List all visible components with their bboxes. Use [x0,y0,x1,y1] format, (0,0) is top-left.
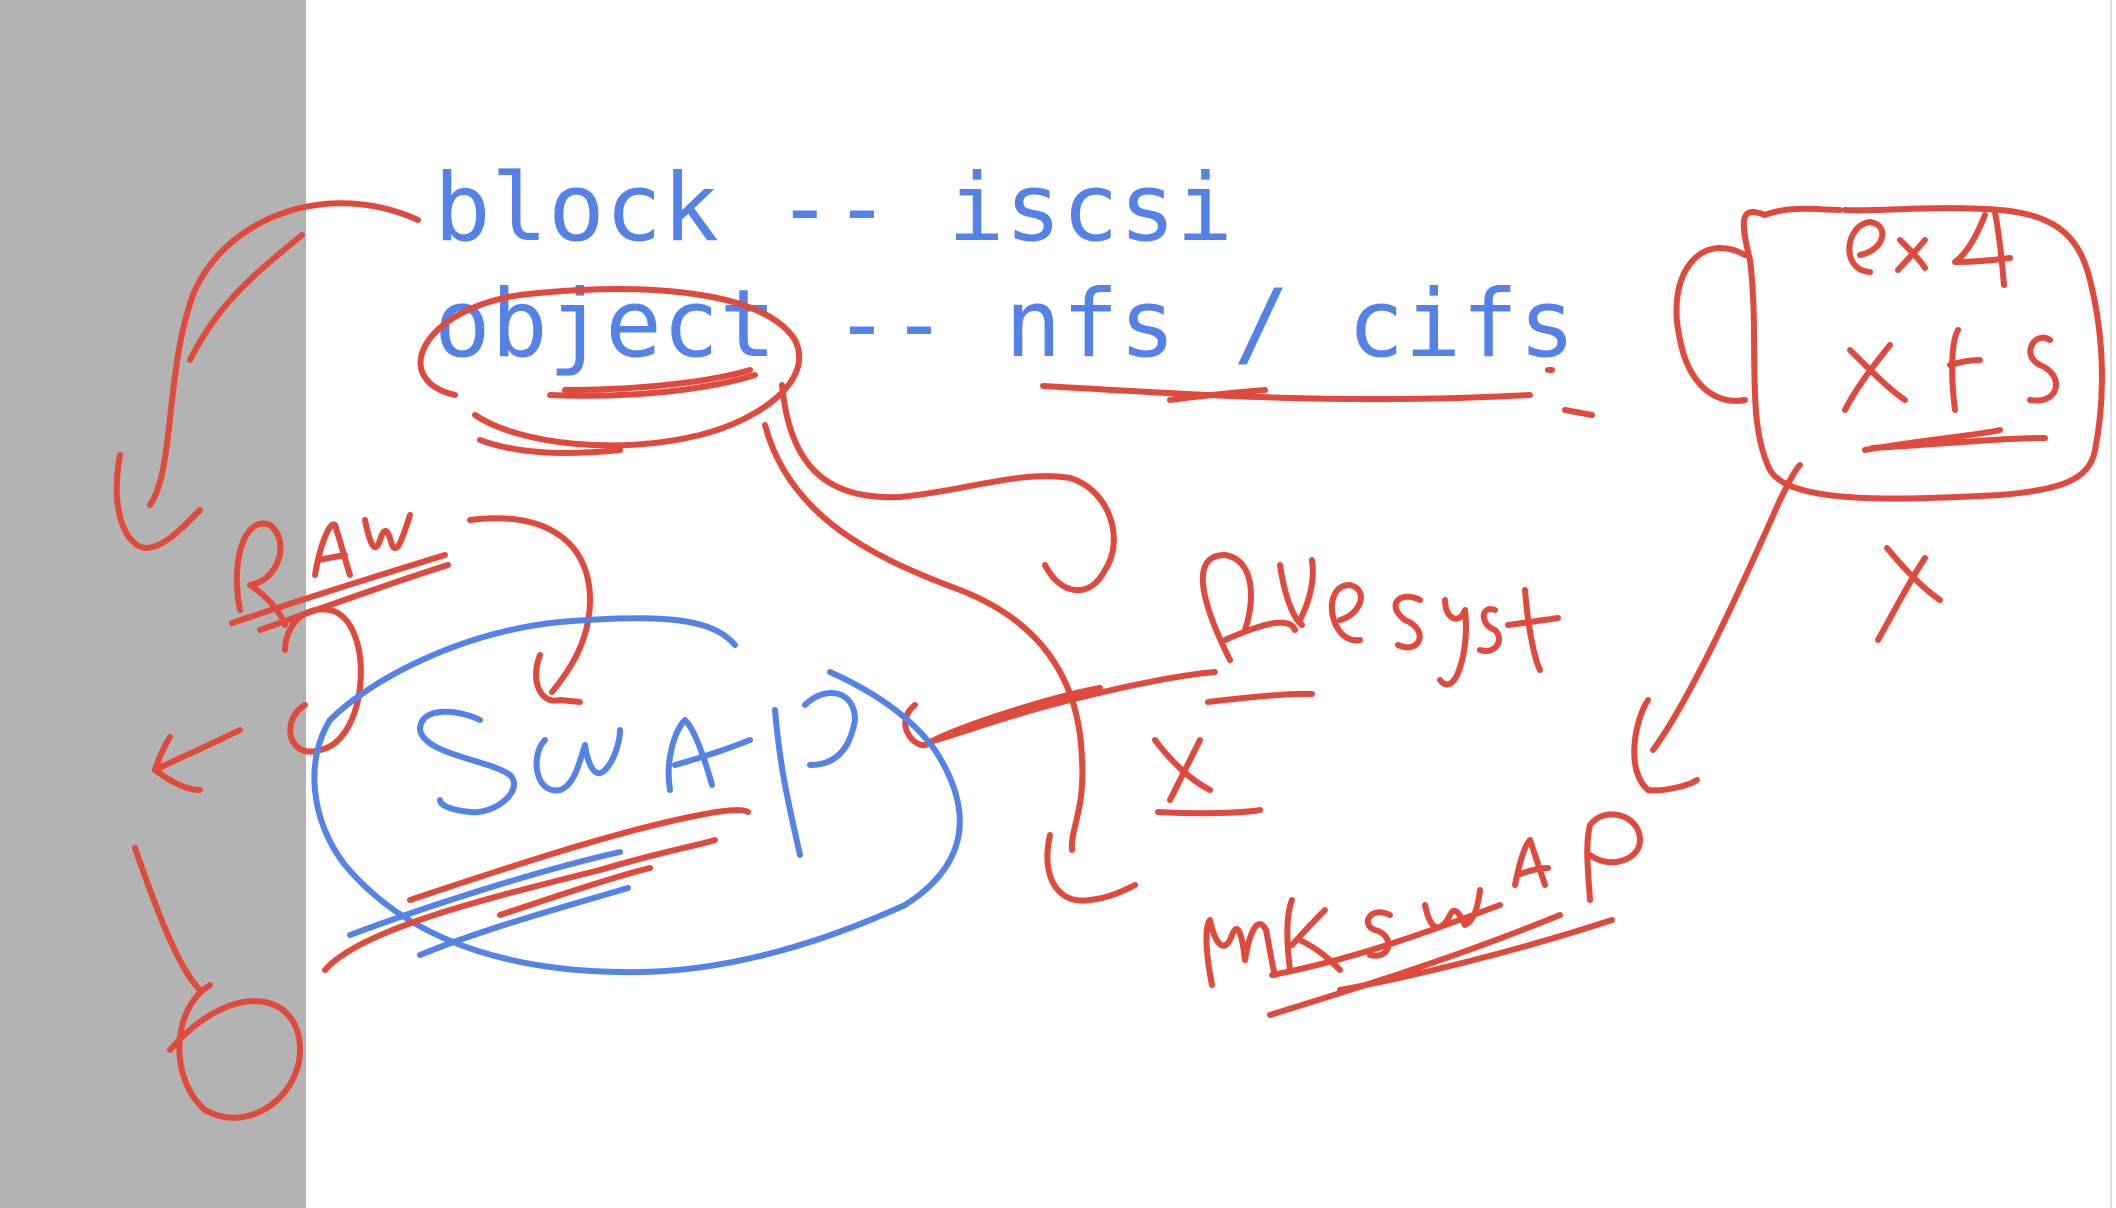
fs-s [1392,593,1423,651]
xfs-underline-2 [1869,435,2048,451]
xfs-s [2027,334,2059,404]
ellipse-tail [477,437,623,456]
swap-strike-1 [347,849,623,938]
fs-l [1297,557,1316,623]
fs-i [1277,562,1305,628]
swap-circle [311,615,963,976]
underline-object-1 [547,372,758,399]
connector-hook [1044,832,1138,904]
swap-P [772,690,858,858]
line-swap-to-fs-2 [927,685,1103,745]
mk-s [1364,909,1393,959]
swap-red-strike-1 [407,807,751,903]
ext4-box [1740,205,2105,502]
raw-strike-1 [229,552,448,626]
mk-m [1203,917,1278,988]
mk-p [1584,811,1643,903]
ext4-e [1846,219,1886,275]
mk-a [1512,837,1551,888]
raw-strike-2 [257,562,451,633]
circle-lower-left [167,982,303,1121]
mk-underline-1 [1269,902,1503,978]
fs-s2 [1477,606,1502,654]
fs-f [1199,552,1298,663]
arrow-left [152,727,243,793]
arrowhead-swap [533,652,583,705]
x-underline [1155,690,1315,817]
dot-cifs [1545,367,1595,418]
ext4-4 [1952,209,2013,288]
x-mark-2 [1875,545,1943,643]
swap-A [665,717,753,793]
arrow-raw-to-swap [467,515,593,695]
red-over-swap [322,807,751,973]
mk-underline-3 [1337,917,1615,993]
underline-object-2 [562,367,753,393]
swap-W [533,727,623,794]
arrow-block-to-raw [147,200,421,508]
arrowhead-raw [113,452,203,551]
underline-nfs-tick [1167,387,1268,403]
curve-lower-left [132,845,203,993]
typed-line-block-iscsi: block -- iscsi [434,154,1234,263]
xfs-f [1947,327,1983,413]
right-edge-line [2110,0,2112,1208]
circle-object [417,286,803,449]
raw-A [312,521,353,578]
fs-y [1437,597,1469,688]
swap-S [417,708,517,816]
ext4-box-handle [1673,245,1748,404]
connector-object-down [762,422,1086,853]
stroke-block-slash [187,232,305,363]
left-gutter [0,0,306,1208]
ext4-x [1895,237,1928,273]
x-mark-1 [1152,737,1213,803]
underline-nfs-cifs [1040,383,1533,403]
raw-W [362,512,413,552]
swap-red-strike-3 [497,865,653,918]
line-swap-to-fs [902,669,1218,749]
line-mkswap-to-ext4 [1631,462,1803,794]
ext4-box-top [1762,205,1843,218]
fs-e [1328,582,1364,644]
mk-underline-2 [1267,912,1563,1018]
mk-k [1284,897,1343,973]
swap-red-strike-2 [322,837,718,973]
swap-strike-2 [417,885,631,958]
typed-line-object-nfs-cifs: object -- nfs / cifs [434,270,1576,379]
connector-object-right [779,382,1117,593]
raw-R [233,520,288,628]
red-annotations [113,200,2105,1121]
blue-annotations [311,615,963,976]
xfs-x [1842,342,1908,413]
fs-t [1505,587,1561,673]
